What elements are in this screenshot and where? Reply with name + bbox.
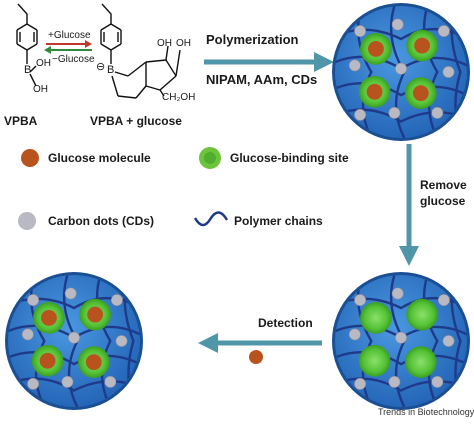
carbon-dot bbox=[354, 108, 366, 121]
carbon-dot-legend-icon bbox=[18, 212, 36, 230]
sphere-imprinted-with-glucose bbox=[332, 3, 470, 141]
glucose-legend-icon bbox=[21, 149, 39, 167]
reagents-label: NIPAM, AAm, CDs bbox=[206, 72, 318, 87]
binding-site bbox=[360, 302, 392, 334]
vpba-label: VPBA bbox=[4, 114, 38, 128]
binding-site bbox=[358, 344, 391, 377]
carbon-dot bbox=[27, 294, 39, 306]
carbon-dot bbox=[348, 328, 361, 341]
carbon-dot bbox=[388, 376, 401, 388]
carbon-dot bbox=[68, 331, 80, 344]
free-glucose-molecule bbox=[249, 350, 263, 364]
detection-label: Detection bbox=[258, 316, 313, 330]
credit-text: Trends in Biotechnology bbox=[378, 407, 474, 417]
boron-atom-complex: B bbox=[107, 64, 115, 76]
polymer-chain bbox=[335, 82, 467, 97]
sphere-glucose-rebound bbox=[5, 272, 143, 410]
polymer-chain bbox=[335, 351, 467, 366]
carbon-dot bbox=[442, 335, 455, 347]
carbon-dot bbox=[431, 376, 444, 388]
hydroxyl-2: OH bbox=[33, 84, 48, 95]
legend-carbon-dots-text: Carbon dots (CDs) bbox=[48, 214, 154, 228]
carbon-dot bbox=[21, 328, 34, 341]
polymerization-label: Polymerization bbox=[206, 32, 299, 47]
carbon-dot bbox=[442, 66, 455, 78]
hydroxyl-1: OH bbox=[36, 58, 51, 69]
legend-glucose-text: Glucose molecule bbox=[48, 151, 151, 165]
bound-glucose bbox=[85, 354, 102, 371]
polymer-chain bbox=[422, 275, 439, 407]
vpba-glucose-label: VPBA + glucose bbox=[90, 114, 182, 128]
bound-glucose bbox=[412, 85, 429, 102]
binding-site bbox=[404, 346, 437, 378]
carbon-dot bbox=[431, 107, 444, 119]
remove-glucose-line1: Remove bbox=[420, 178, 467, 192]
glucose-oh-2: OH bbox=[176, 38, 191, 49]
polymer-chain bbox=[8, 377, 140, 392]
bound-glucose bbox=[87, 306, 104, 323]
carbon-dot bbox=[354, 377, 366, 390]
carbon-dot bbox=[391, 18, 404, 31]
legend-binding-site-text: Glucose-binding site bbox=[230, 151, 349, 165]
legend-polymer-chains-text: Polymer chains bbox=[234, 214, 323, 228]
glucose-ch2oh: CH₂OH bbox=[162, 92, 196, 103]
carbon-dot bbox=[61, 376, 74, 388]
polymer-chain-legend-icon bbox=[193, 211, 229, 227]
carbon-dot bbox=[437, 294, 450, 306]
polymer-chain bbox=[422, 6, 439, 138]
sphere-glucose-removed bbox=[332, 272, 470, 410]
carbon-dot bbox=[64, 287, 77, 300]
carbon-dot bbox=[395, 331, 407, 344]
bound-glucose bbox=[366, 83, 383, 100]
boron-atom: B bbox=[24, 64, 32, 76]
carbon-dot bbox=[27, 377, 39, 390]
carbon-dot bbox=[388, 107, 401, 119]
carbon-dot bbox=[395, 62, 407, 75]
carbon-dot bbox=[354, 25, 366, 37]
bound-glucose bbox=[39, 352, 56, 369]
bound-glucose bbox=[368, 40, 384, 57]
polymer-chain bbox=[95, 275, 112, 407]
forward-label: +Glucose bbox=[48, 30, 91, 41]
carbon-dot bbox=[391, 287, 404, 300]
polymer-chain bbox=[8, 351, 140, 366]
bound-glucose bbox=[414, 37, 431, 54]
binding-site bbox=[406, 298, 438, 331]
carbon-dot bbox=[348, 59, 361, 72]
remove-glucose-line2: glucose bbox=[420, 194, 466, 208]
carbon-dot bbox=[110, 294, 123, 306]
polymer-chain bbox=[335, 108, 467, 123]
carbon-dot bbox=[104, 376, 117, 388]
boronate-charge: ⊖ bbox=[96, 61, 106, 73]
carbon-dot bbox=[354, 294, 366, 306]
carbon-dot bbox=[115, 335, 128, 347]
glucose-oh-1: OH bbox=[157, 38, 172, 49]
reverse-label: −Glucose bbox=[52, 54, 95, 65]
polymer-chain bbox=[335, 377, 467, 392]
carbon-dot bbox=[437, 25, 450, 37]
bound-glucose bbox=[41, 309, 57, 326]
